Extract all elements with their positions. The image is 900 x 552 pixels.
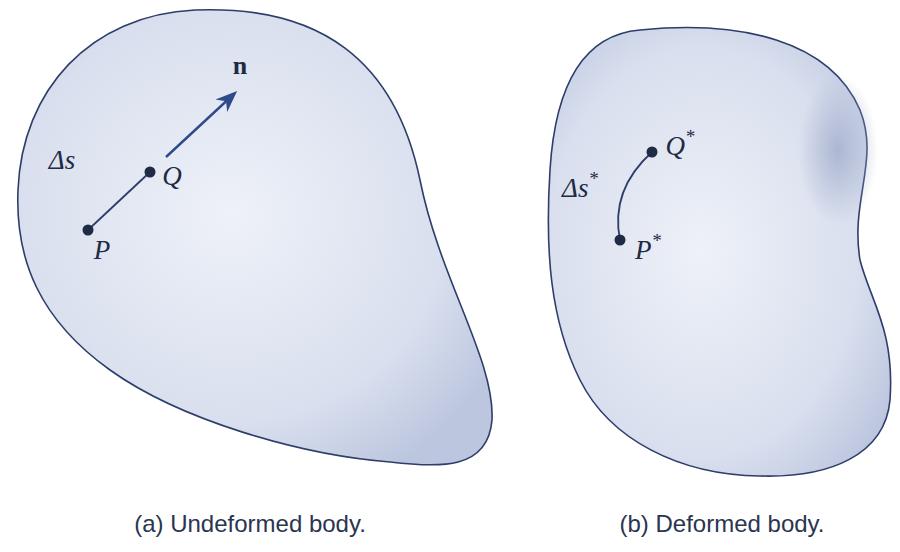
normal-vector: [166, 94, 234, 157]
undeformed-body: [18, 10, 492, 465]
line-segment: [88, 172, 150, 230]
length-label: Δs: [49, 147, 75, 174]
caption: (b) Deformed body.: [620, 512, 825, 536]
surface-dent: [798, 75, 878, 225]
point-label: P: [94, 237, 111, 264]
vector-label: n: [233, 53, 247, 79]
deformed-body: [548, 28, 890, 477]
point-dot: [615, 235, 626, 246]
point-dot: [83, 225, 94, 236]
point-dot: [145, 167, 156, 178]
point-label: P*: [635, 237, 661, 264]
point-label: Q: [162, 163, 182, 190]
deformed-curve: [618, 152, 652, 240]
caption: (a) Undeformed body.: [134, 512, 366, 536]
point-dot: [647, 147, 658, 158]
point-label: Q*: [666, 133, 695, 160]
length-label: Δs*: [562, 175, 598, 202]
